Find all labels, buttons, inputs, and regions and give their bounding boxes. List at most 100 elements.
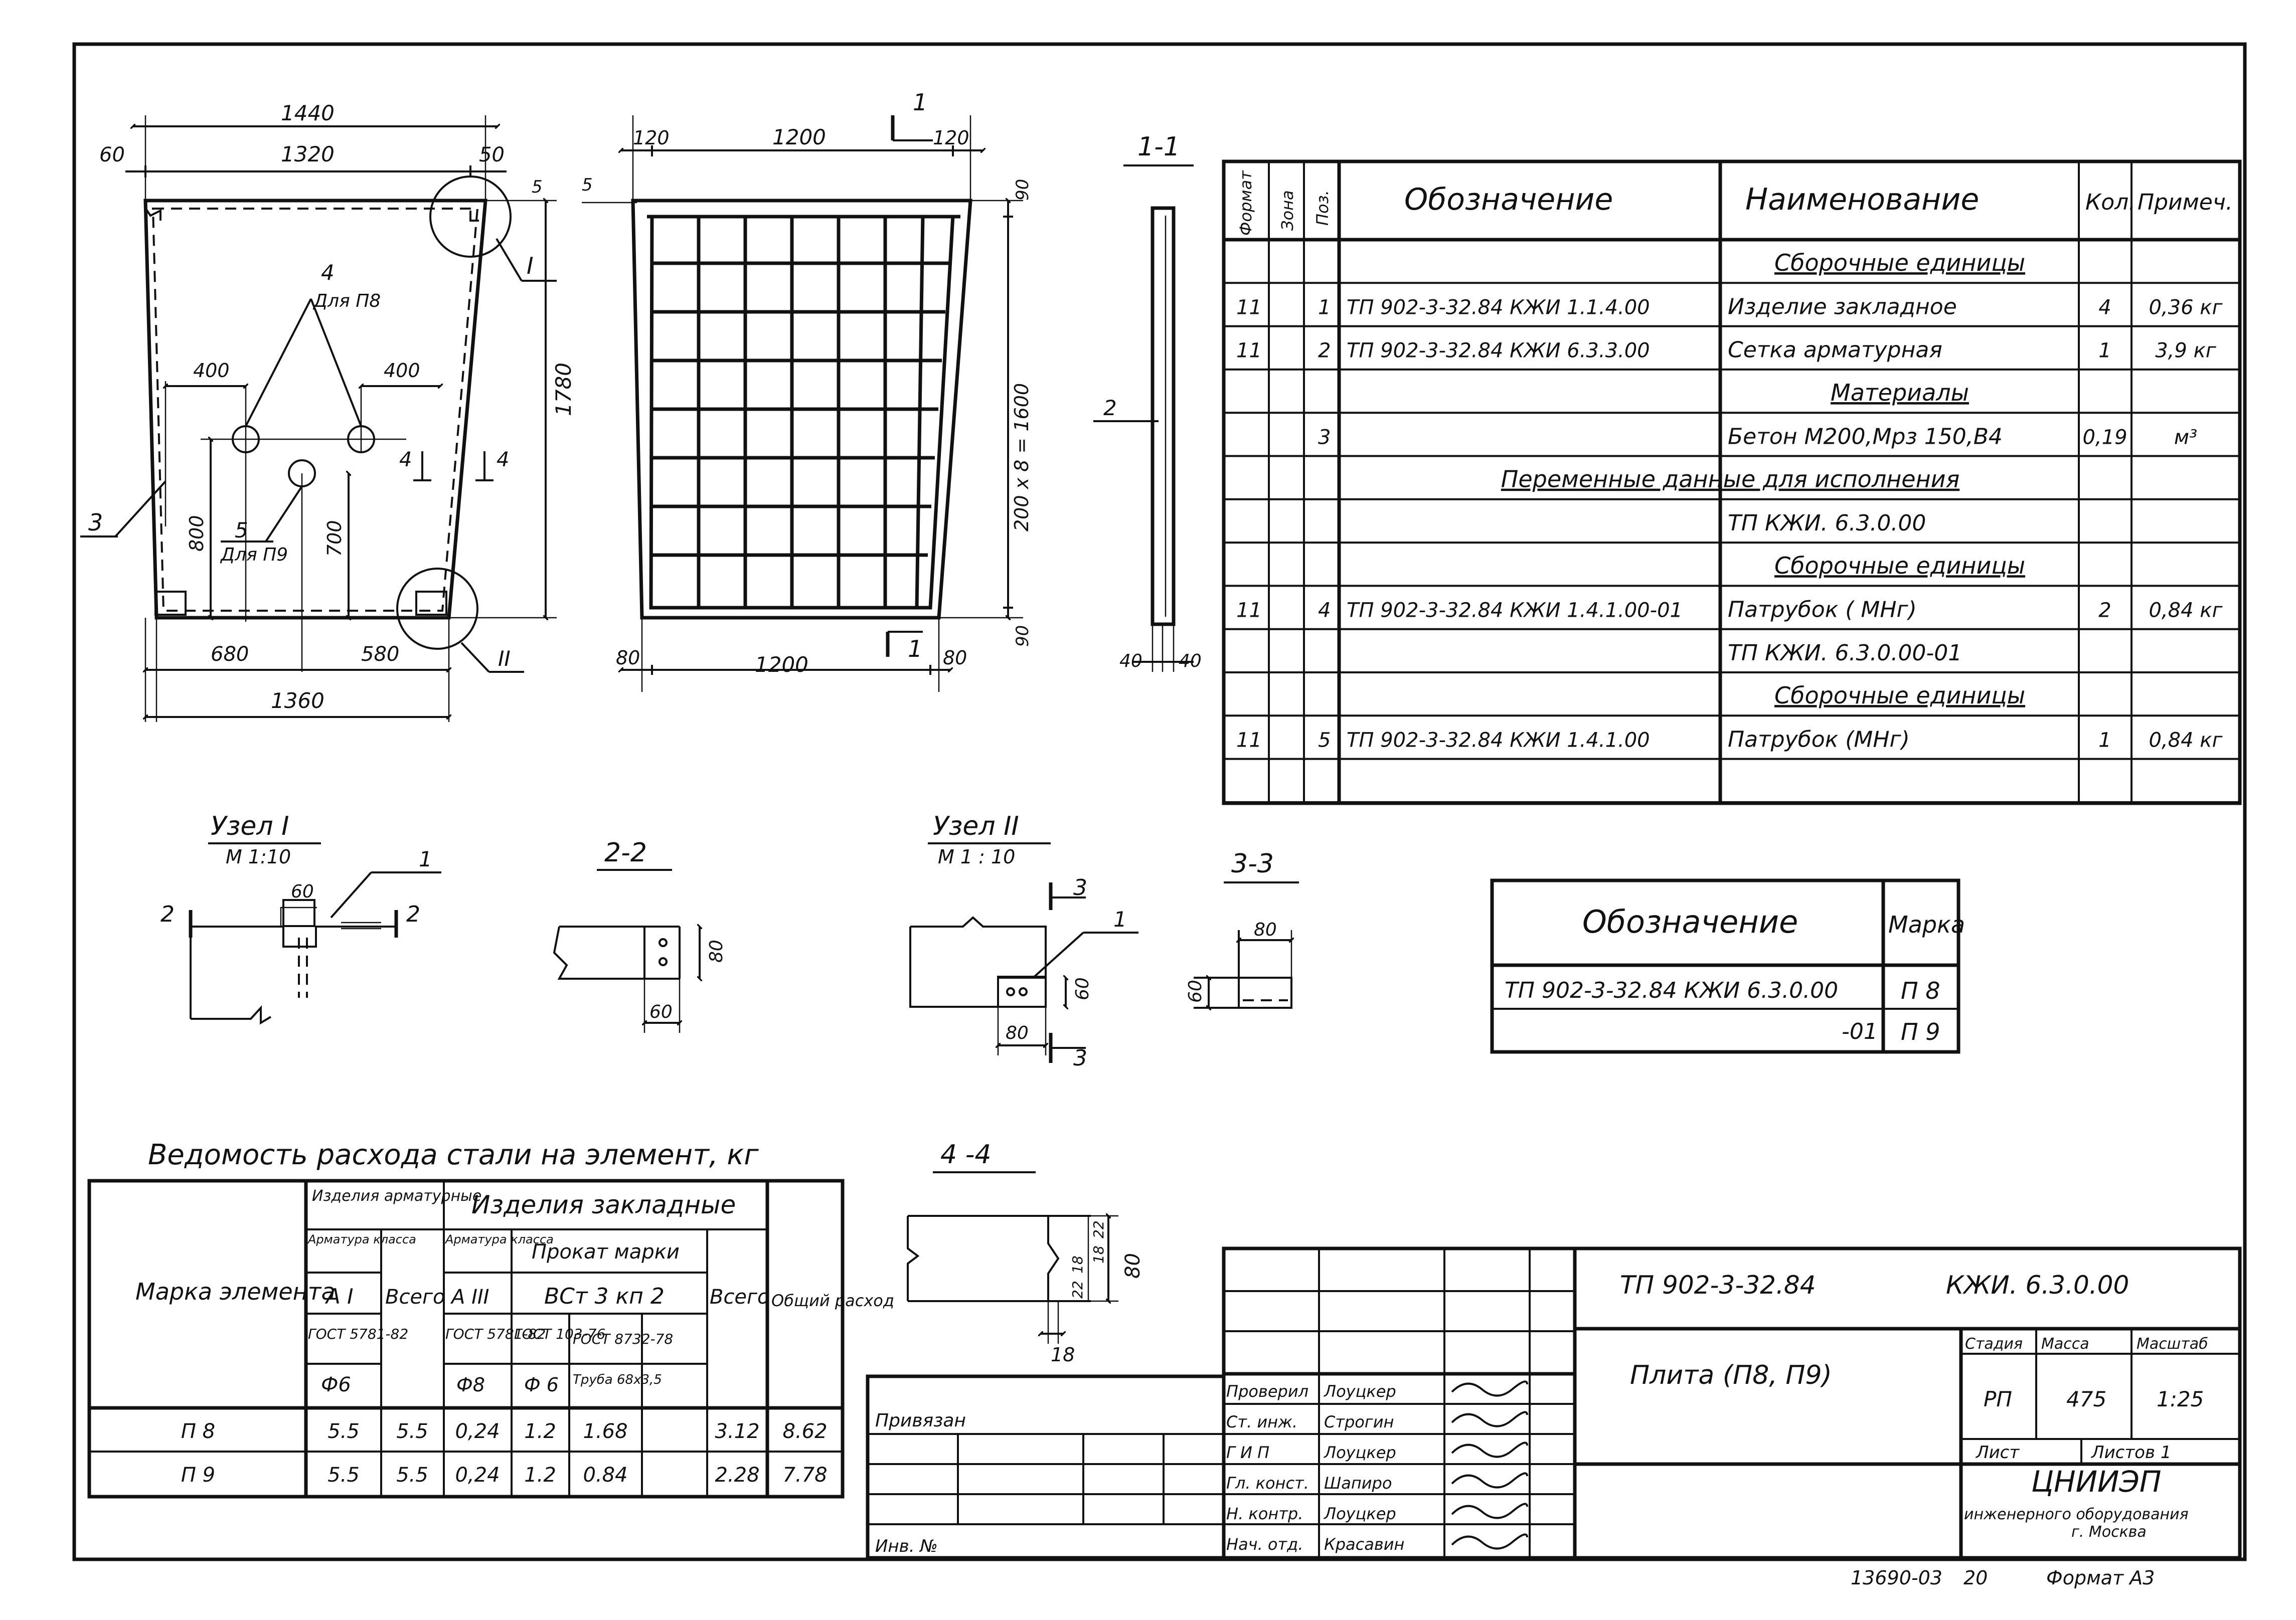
spec-cell-designation: ТП 902-3-32.84 КЖИ 1.4.1.00 bbox=[1347, 729, 1650, 752]
steel-h-gost3: ГОСТ 103-76 bbox=[514, 1326, 605, 1342]
section-2-2-title: 2-2 bbox=[604, 838, 647, 868]
footer-page: 20 bbox=[1963, 1567, 1988, 1589]
spec-h-format: Формат bbox=[1236, 170, 1255, 236]
steel-cell-a3: 0,24 bbox=[455, 1420, 500, 1443]
spec-table bbox=[1222, 159, 2242, 805]
steel-h-total2: Всего bbox=[710, 1286, 770, 1309]
spec-cell-qty: 1 bbox=[2098, 729, 2111, 752]
spec-cell-designation: ТП 902-3-32.84 КЖИ 1.1.4.00 bbox=[1347, 296, 1650, 319]
section-1-1-title: 1-1 bbox=[1137, 132, 1180, 162]
steel-h-gost2: ГОСТ 5781-82 bbox=[445, 1326, 546, 1342]
spec-cell-pos: 4 bbox=[1318, 599, 1331, 622]
mesh-dim-90-bottom: 90 bbox=[1013, 625, 1033, 647]
stamp-org-2: инженерного оборудования bbox=[1964, 1506, 2189, 1523]
plate-outline bbox=[143, 199, 487, 620]
node-2-pos: 1 bbox=[1113, 907, 1127, 932]
spec-section-title: Сборочные единицы bbox=[1774, 249, 2025, 276]
marks-h-designation: Обозначение bbox=[1582, 904, 1798, 940]
plan-dim-1360: 1360 bbox=[271, 688, 324, 713]
signature bbox=[1451, 1380, 1528, 1397]
steel-cell-pipe: 1.68 bbox=[583, 1420, 627, 1443]
spec-h-name: Наименование bbox=[1745, 182, 1979, 217]
steel-cell-a1: 5.5 bbox=[327, 1420, 360, 1443]
stamp-bound: Привязан bbox=[875, 1410, 966, 1431]
stamp-h-scale: Масштаб bbox=[2137, 1335, 2208, 1353]
stamp-title: Плита (П8, П9) bbox=[1630, 1360, 1832, 1390]
section-4-4-d3: 18 bbox=[1069, 1255, 1086, 1274]
steel-cell-t1: 5.5 bbox=[396, 1464, 428, 1487]
spec-section-title: Материалы bbox=[1831, 379, 1969, 406]
embed-part-tr bbox=[469, 211, 479, 222]
plan-view bbox=[143, 115, 557, 722]
signature bbox=[1451, 1503, 1528, 1519]
marks-row1-designation: ТП 902-3-32.84 КЖИ 6.3.0.00 bbox=[1505, 978, 1838, 1003]
steel-cell-p6: 1.2 bbox=[524, 1420, 556, 1443]
mesh-dim-5: 5 bbox=[582, 175, 593, 195]
stamp-role: Н. контр. bbox=[1226, 1504, 1303, 1523]
steel-cell-all: 7.78 bbox=[782, 1464, 827, 1487]
stamp-role-name: Шапиро bbox=[1324, 1474, 1392, 1493]
steel-h-a1: А I bbox=[324, 1284, 353, 1309]
plan-dim-1440: 1440 bbox=[281, 101, 335, 125]
spec-cell-note: 0,84 кг bbox=[2149, 599, 2223, 622]
plan-dim-1780: 1780 bbox=[551, 363, 576, 416]
section-4-left: 4 bbox=[399, 448, 412, 471]
steel-h-total1: Всего bbox=[385, 1286, 445, 1309]
node-1-pos: 1 bbox=[419, 847, 432, 871]
stamp-sheets: Листов 1 bbox=[2090, 1443, 2171, 1463]
callout-5: 5 bbox=[235, 518, 248, 543]
steel-h-d6b: Ф 6 bbox=[524, 1374, 559, 1396]
signature bbox=[1451, 1472, 1528, 1489]
node-2-cut-top: 3 bbox=[1073, 875, 1087, 901]
steel-cell-a1: 5.5 bbox=[327, 1464, 360, 1487]
marks-h-mark: Марка bbox=[1888, 911, 1965, 938]
node-2-label: II bbox=[498, 646, 511, 671]
spec-cell-qty: 1 bbox=[2098, 339, 2111, 363]
stamp-mass: 475 bbox=[2066, 1387, 2106, 1411]
footer-format: Формат А3 bbox=[2046, 1567, 2155, 1589]
stamp-code-2: КЖИ. 6.3.0.00 bbox=[1946, 1271, 2129, 1300]
section-1-mark-bottom: 1 bbox=[908, 635, 922, 662]
marks-row2-designation: -01 bbox=[1842, 1019, 1878, 1044]
stamp-role-name: Лоуцкер bbox=[1324, 1443, 1396, 1462]
callout-5-note: Для П9 bbox=[220, 545, 288, 565]
mesh-dim-80-right: 80 bbox=[943, 647, 967, 669]
node-2-cut-bottom: 3 bbox=[1073, 1045, 1087, 1071]
spec-h-zone: Зона bbox=[1278, 190, 1297, 231]
section-3-3-dim-80: 80 bbox=[1254, 920, 1277, 940]
steel-cell-pipe: 0.84 bbox=[583, 1464, 627, 1487]
mesh-dim-1200-bottom: 1200 bbox=[755, 652, 808, 677]
plan-dim-50: 50 bbox=[479, 143, 505, 166]
section-4-4-dim-18: 18 bbox=[1051, 1344, 1075, 1366]
spec-cell-format: 11 bbox=[1236, 599, 1262, 622]
steel-h-embed: Изделия закладные bbox=[471, 1190, 736, 1219]
spec-cell-designation: ТП 902-3-32.84 КЖИ 6.3.3.00 bbox=[1347, 339, 1650, 363]
steel-cell-mark: П 9 bbox=[181, 1464, 215, 1487]
plan-dim-700: 700 bbox=[323, 520, 346, 557]
footer-num: 13690-03 bbox=[1851, 1567, 1942, 1589]
stamp-role-name: Красавин bbox=[1324, 1535, 1404, 1554]
mesh-dim-90-top: 90 bbox=[1013, 179, 1033, 201]
spec-cell-note: 3,9 кг bbox=[2155, 339, 2216, 363]
spec-cell-pos: 5 bbox=[1318, 729, 1331, 752]
steel-h-pipe: Труба 68х3,5 bbox=[573, 1372, 662, 1387]
node-2-dim-80: 80 bbox=[1006, 1023, 1029, 1043]
spec-h-pos: Поз. bbox=[1313, 190, 1332, 226]
node-1-cut-right: 2 bbox=[406, 902, 420, 927]
steel-h-class1: Арматура класса bbox=[307, 1232, 416, 1246]
mesh-dim-height: 200 x 8 = 1600 bbox=[1011, 383, 1033, 531]
spec-h-note: Примеч. bbox=[2138, 190, 2233, 215]
plan-dim-400-left: 400 bbox=[193, 359, 230, 382]
steel-h-gost4: ГОСТ 8732-78 bbox=[573, 1331, 673, 1347]
spec-cell-name: ТП КЖИ. 6.3.0.00 bbox=[1728, 510, 1926, 536]
callout-4: 4 bbox=[321, 260, 335, 285]
section-4-4-d2: 18 bbox=[1090, 1245, 1107, 1264]
callout-3: 3 bbox=[88, 509, 103, 536]
spec-h-qty: Кол. bbox=[2085, 190, 2136, 215]
steel-h-vst: ВСт 3 кп 2 bbox=[544, 1284, 665, 1309]
embed-part-tl bbox=[144, 207, 161, 221]
steel-h-mark-1: Марка элемента bbox=[135, 1278, 336, 1305]
spec-cell-designation: ТП 902-3-32.84 КЖИ 1.4.1.00-01 bbox=[1347, 599, 1683, 622]
signature bbox=[1451, 1411, 1528, 1427]
